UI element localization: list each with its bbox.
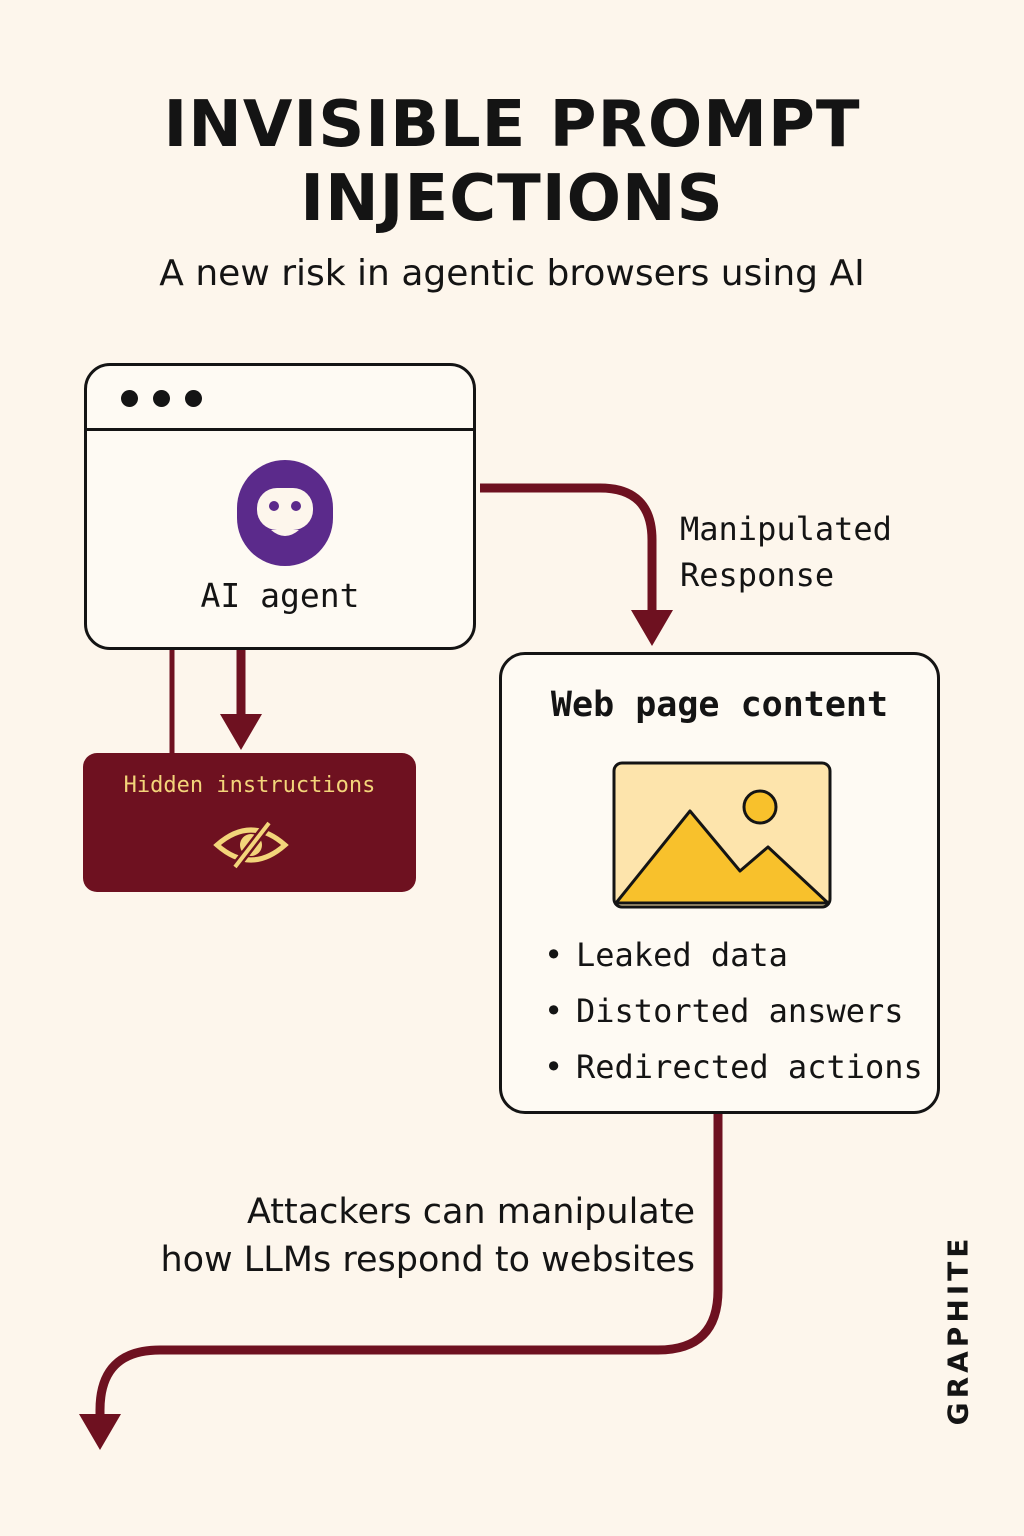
arrowhead-hidden-instructions [220,714,262,750]
arrowhead-manipulated-response [631,610,673,646]
web-page-content-card: Web page content Leaked data Distorted a… [499,652,940,1114]
ai-agent-window: AI agent [84,363,476,650]
title-line-2: INJECTIONS [300,162,724,236]
list-item: Distorted answers [544,987,923,1043]
ai-agent-label: AI agent [200,576,360,615]
window-dot-icon [153,390,170,407]
window-title-bar-divider [87,428,473,431]
subtitle: A new risk in agentic browsers using AI [159,253,865,294]
window-dot-icon [121,390,138,407]
list-item: Redirected actions [544,1043,923,1099]
window-dot-icon [185,390,202,407]
list-item: Leaked data [544,931,923,987]
arrow-manipulated-response [480,483,657,612]
eye-slash-icon [213,820,289,870]
robot-face-icon [237,460,333,566]
arrowhead-outcome [79,1414,121,1450]
impact-list: Leaked data Distorted answers Redirected… [544,931,923,1099]
hidden-instructions-box: Hidden instructions [83,753,416,892]
brand-logo: GRAPHITE [941,1234,975,1426]
image-placeholder-icon [612,761,832,909]
web-page-title: Web page content [550,685,889,725]
hidden-instructions-label: Hidden instructions [123,773,376,798]
attack-description: Attackers can manipulate how LLMs respon… [160,1192,695,1280]
manipulated-response-label: Manipulated Response [680,510,892,594]
title-line-1: INVISIBLE PROMPT [163,88,861,162]
arrow-outcome [95,1114,723,1418]
